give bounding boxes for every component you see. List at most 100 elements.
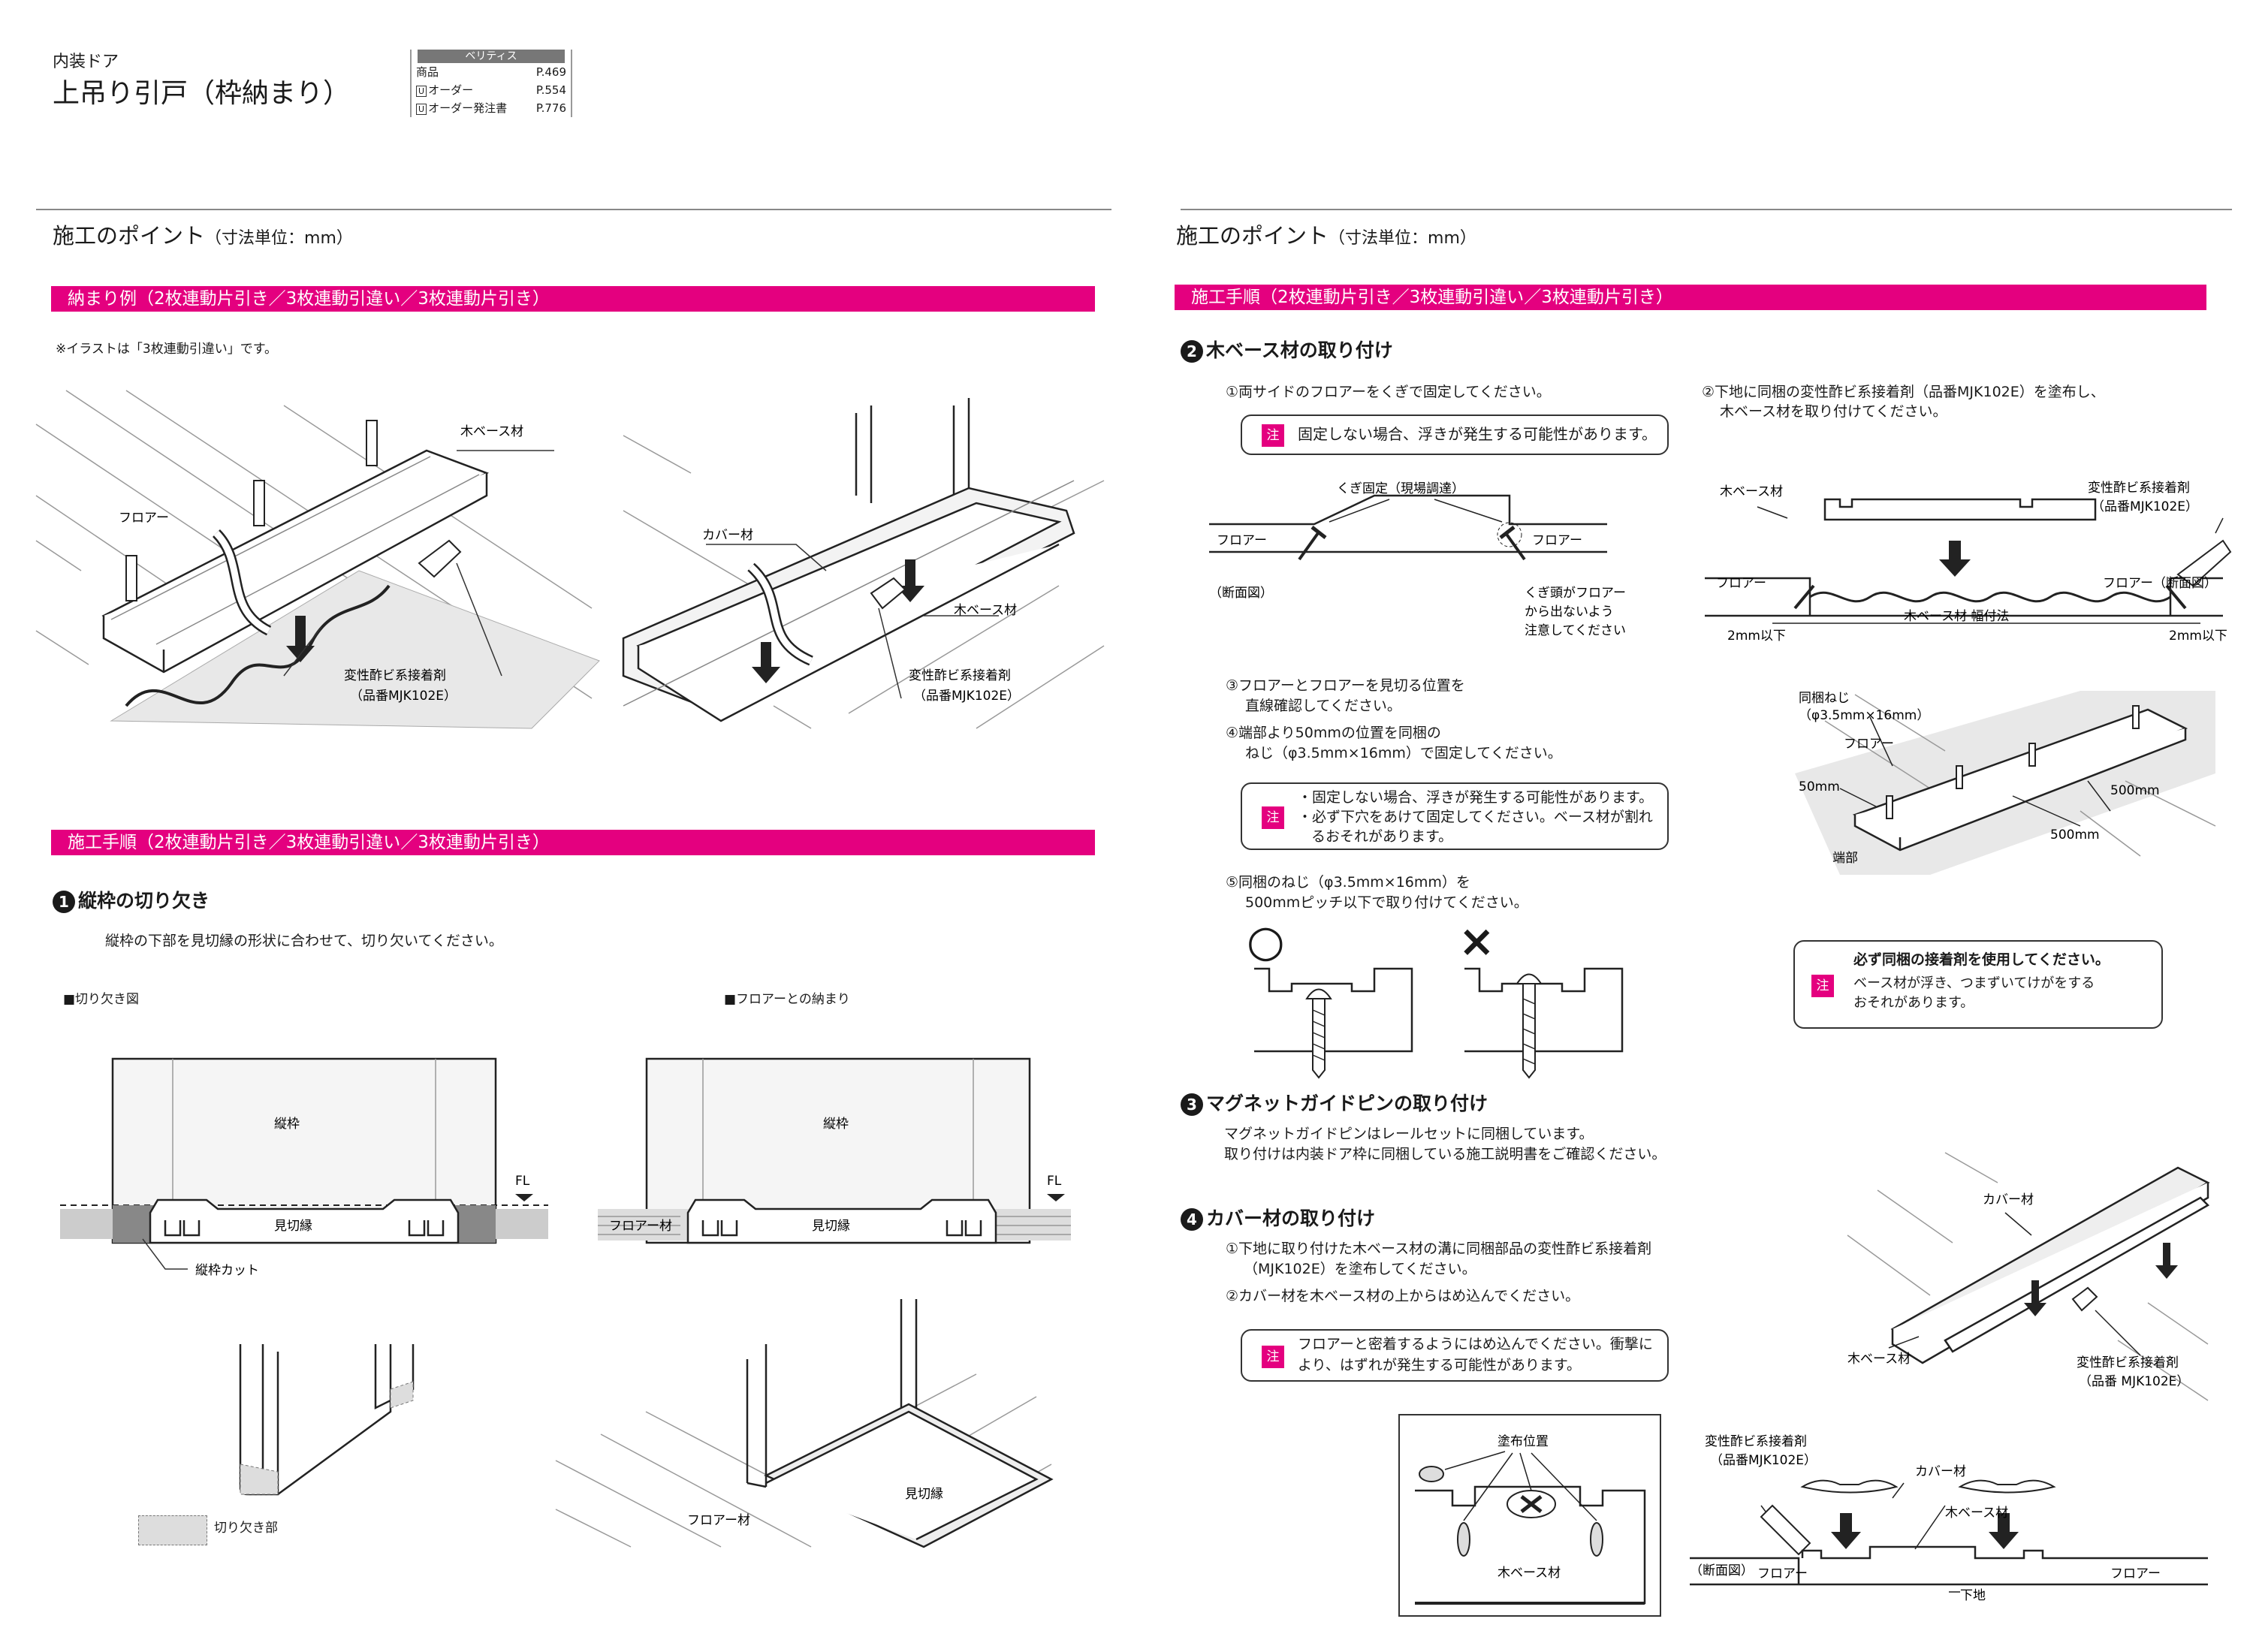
glue-note-box: 注 必ず同梱の接着剤を使用してください。 ベース材が浮き、つまずいてけがをする … xyxy=(1793,940,2163,1029)
section-bar: 施工手順（2枚連動片引き／3枚連動引違い／3枚連動片引き） xyxy=(1175,285,2206,310)
figure-floor-fit: 縦枠 見切縁 FL フロアー材 xyxy=(598,1057,1071,1244)
label-tatewaku: 縦枠 xyxy=(274,1117,300,1132)
step2-2-text: 木ベース材を取り付けてください。 xyxy=(1720,403,1947,420)
label-adhesive: 変性酢ビ系接着剤 xyxy=(909,668,1011,683)
label-nail-caution: くぎ頭がフロアー xyxy=(1525,586,1626,601)
divider xyxy=(36,209,1111,210)
section-bar: 納まり例（2枚連動片引き／3枚連動引違い／3枚連動片引き） xyxy=(51,286,1095,312)
label-adhesive: 変性酢ビ系接着剤 xyxy=(344,668,446,683)
label-flooring-mat: フロアー材 xyxy=(687,1513,750,1528)
step2-1-text: ①両サイドのフロアーをくぎで固定してください。 xyxy=(1226,384,1551,400)
step4-2-text: ②カバー材を木ベース材の上からはめ込んでください。 xyxy=(1226,1288,1580,1304)
figure-cover-section: 変性酢ビ系接着剤 （品番MJK102E） カバー材 木ベース材 （断面図） フロ… xyxy=(1690,1434,2208,1603)
floor-fit-title: ■フロアーとの納まり xyxy=(724,992,850,1007)
figure-screw-pitch: 同梱ねじ （φ3.5mm×16mm） フロアー 50mm 500mm 500mm… xyxy=(1795,691,2216,875)
apply-position-box xyxy=(1398,1414,1661,1617)
cut-part-label: 切り欠き部 xyxy=(214,1521,278,1536)
label-width-fit: 木ベース材 幅付法 xyxy=(1904,609,2010,624)
figure-frame-bottom xyxy=(239,1344,415,1496)
label-adhesive: 変性酢ビ系接着剤 xyxy=(2088,481,2190,496)
label-apply-pos: 塗布位置 xyxy=(1497,1433,1549,1449)
step2-3-text: 直線確認してください。 xyxy=(1245,698,1401,714)
label-screw-size: （φ3.5mm×16mm） xyxy=(1799,708,1929,723)
label-base: 下地 xyxy=(1960,1588,1986,1603)
step2-4-text: ④端部より50mmの位置を同梱の xyxy=(1226,725,1441,741)
label-fl: FL xyxy=(515,1174,530,1189)
label-two-mm: 2mm以下 xyxy=(2169,629,2227,644)
u-icon: U xyxy=(416,86,427,97)
label-adhesive: 変性酢ビ系接着剤 xyxy=(2077,1355,2179,1370)
u-icon: U xyxy=(416,104,427,115)
label-wood-base: 木ベース材 xyxy=(954,603,1017,618)
label-mikiri: 見切縁 xyxy=(274,1219,312,1234)
step2-5-text: 500mmピッチ以下で取り付けてください。 xyxy=(1245,894,1528,911)
label-section-view: （断面図） xyxy=(1209,586,1273,601)
label-fl: FL xyxy=(1047,1174,1062,1189)
figure-apply-detail: 塗布位置 木ベース材 xyxy=(1415,1433,1646,1605)
label-nail-caution: から出ないよう xyxy=(1525,604,1614,620)
note-box: 注 固定しない場合、浮きが発生する可能性があります。 xyxy=(1241,415,1669,455)
note-box: 注 フロアーと密着するようにはめ込んでください。衝撃に より、はずれが発生する可… xyxy=(1241,1329,1669,1382)
figure-cover-3d: カバー材 木ベース材 変性酢ビ系接着剤 （品番 MJK102E） xyxy=(1847,1152,2210,1401)
label-wood-base: 木ベース材 xyxy=(1720,484,1783,499)
label-end: 端部 xyxy=(1832,851,1858,866)
figure-cover-install: カバー材 木ベース材 変性酢ビ系接着剤 （品番MJK102E） xyxy=(622,398,1105,729)
label-adhesive-code: （品番MJK102E） xyxy=(913,689,1020,704)
label-adhesive-code: （品番 MJK102E） xyxy=(2079,1374,2189,1389)
label-adhesive-code: （品番MJK102E） xyxy=(1710,1453,1817,1468)
step2-2-text: ②下地に同梱の変性酢ビ系接着剤（品番MJK102E）を塗布し、 xyxy=(1702,384,2105,400)
ref-head: ベリティス xyxy=(418,50,565,63)
label-section-view: （断面図） xyxy=(1690,1563,1754,1578)
label-cover: カバー材 xyxy=(1983,1192,2034,1207)
step2-5-text: ⑤同梱のねじ（φ3.5mm×16mm）を xyxy=(1226,874,1470,891)
label-two-mm: 2mm以下 xyxy=(1727,629,1786,644)
label-floor: フロアー xyxy=(1532,533,1582,548)
illus-note: ※イラストは「3枚連動引違い」です。 xyxy=(56,342,278,357)
label-floor: フロアー xyxy=(1716,576,1766,591)
step3-text: 取り付けは内装ドア枠に同梱している施工説明書をご確認ください。 xyxy=(1224,1146,1666,1162)
label-adhesive-code: （品番MJK102E） xyxy=(2092,499,2198,514)
label-cover: カバー材 xyxy=(1915,1464,1966,1479)
label-wood-base: 木ベース材 xyxy=(1497,1566,1561,1581)
label-nail-fix: くぎ固定（現場調達） xyxy=(1337,481,1464,496)
section-title: 施工のポイント（寸法単位：mm） xyxy=(53,223,353,249)
cut-diagram-title: ■切り欠き図 xyxy=(63,992,140,1007)
label-screw: 同梱ねじ xyxy=(1799,691,1850,706)
label-floor: フロアー xyxy=(1757,1566,1808,1581)
good-example xyxy=(1254,967,1413,1079)
step3-text: マグネットガイドピンはレールセットに同梱しています。 xyxy=(1224,1126,1594,1142)
figure-cut-diagram: 縦枠 見切縁 FL 縦枠カット xyxy=(60,1057,548,1278)
figure-wood-base-install: 木ベース材 フロアー 変性酢ビ系接着剤 （品番MJK102E） xyxy=(35,390,600,729)
label-floor: フロアー xyxy=(2110,1566,2161,1581)
divider xyxy=(1181,209,2232,210)
bad-example xyxy=(1464,967,1624,1079)
label-tatewaku: 縦枠 xyxy=(823,1117,849,1132)
note-box: 注 ・固定しない場合、浮きが発生する可能性があります。 ・必ず下穴をあけて固定し… xyxy=(1241,782,1669,850)
label-wood-base: 木ベース材 xyxy=(1945,1506,2008,1521)
label-adhesive: 変性酢ビ系接着剤 xyxy=(1705,1434,1807,1449)
label-mikiri: 見切縁 xyxy=(905,1487,943,1502)
step4-1-text: （MJK102E）を塗布してください。 xyxy=(1244,1261,1476,1277)
caution-icon: 注 xyxy=(1262,1346,1284,1368)
label-500mm: 500mm xyxy=(2110,783,2160,798)
step4-1-text: ①下地に取り付けた木ベース材の溝に同梱部品の変性酢ビ系接着剤 xyxy=(1226,1241,1652,1257)
label-wood-base: 木ベース材 xyxy=(460,424,523,439)
label-cover: カバー材 xyxy=(702,528,753,543)
step2-4-text: ねじ（φ3.5mm×16mm）で固定してください。 xyxy=(1245,745,1562,761)
cut-part-swatch xyxy=(138,1515,207,1545)
label-wood-base: 木ベース材 xyxy=(1847,1352,1911,1367)
label-flooring-mat: フロアー材 xyxy=(609,1219,672,1234)
figure-adhesive-section: 木ベース材 変性酢ビ系接着剤 （品番MJK102E） フロアー フロアー（断面図… xyxy=(1705,481,2232,644)
label-nail-caution: 注意してください xyxy=(1525,623,1626,638)
label-floor-section: フロアー（断面図） xyxy=(2103,576,2217,591)
label-floor: フロアー xyxy=(1217,533,1267,548)
label-tatewaku-cut: 縦枠カット xyxy=(195,1263,259,1278)
